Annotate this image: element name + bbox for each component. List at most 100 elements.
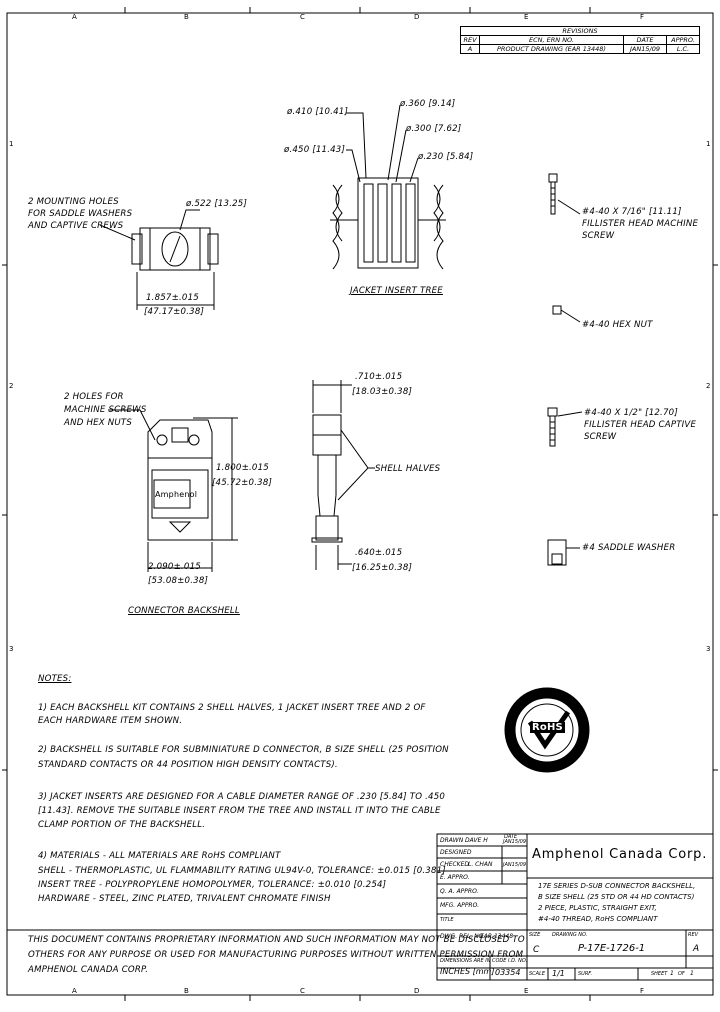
code-label: CODE I.D. NO. — [492, 958, 528, 964]
note-line: 1) EACH BACKSHELL KIT CONTAINS 2 SHELL H… — [38, 703, 426, 713]
note-line: 4) MATERIALS - ALL MATERIALS ARE RoHS CO… — [38, 851, 281, 861]
size-value: C — [533, 945, 540, 955]
designed-label: DESIGNED — [440, 849, 472, 856]
scale-label: SCALE — [529, 971, 546, 977]
jacket-insert-tree-view — [330, 104, 446, 270]
note-line: HARDWARE - STEEL, ZINC PLATED, TRIVALENT… — [38, 894, 331, 904]
dim-410: ø.410 [10.41] — [287, 107, 349, 117]
qa-approval-label: Q. A. APPRO. — [440, 888, 479, 895]
title-line: 17E SERIES D-SUB CONNECTOR BACKSHELL, — [538, 882, 696, 890]
rev-cell: A — [460, 44, 480, 54]
shell-halves-view — [311, 380, 375, 570]
dim-1857-mm: [47.17±0.38] — [144, 307, 205, 317]
zone-label: A — [72, 13, 77, 21]
zone-label: E — [524, 987, 529, 995]
notes-title: NOTES: — [38, 674, 72, 684]
title-line: 2 PIECE, PLASTIC, STRAIGHT EXIT, — [538, 904, 657, 912]
zone-label: B — [184, 987, 189, 995]
holes-label-2: MACHINE SCREWS — [64, 405, 147, 415]
drawn-by: DAVE H — [465, 837, 488, 844]
dim-2090: 2.090±.015 — [148, 562, 201, 572]
zone-label: F — [640, 13, 645, 21]
note-line: SHELL - THERMOPLASTIC, UL FLAMMABILITY R… — [38, 866, 446, 876]
revisions-title: REVISIONS — [460, 26, 700, 36]
title-label: TITLE — [440, 917, 454, 923]
holes-label-1: 2 HOLES FOR — [64, 392, 124, 402]
hw2-label: #4-40 HEX NUT — [582, 320, 653, 330]
dia-522-label: ø.522 [13.25] — [186, 199, 248, 209]
proprietary-line: THIS DOCUMENT CONTAINS PROPRIETARY INFOR… — [28, 935, 525, 945]
dim-230: ø.230 [5.84] — [418, 152, 474, 162]
dwg-rel-value: EAR 13448 — [480, 933, 514, 940]
hw1-line2: FILLISTER HEAD MACHINE — [582, 219, 699, 229]
code-value: 03354 — [495, 968, 521, 977]
dim-300: ø.300 [7.62] — [406, 124, 462, 134]
dim-640-mm: [16.25±0.38] — [352, 563, 413, 573]
zone-label: F — [640, 987, 645, 995]
part-brand-label: Amphenol — [155, 490, 198, 499]
tree-title: JACKET INSERT TREE — [350, 286, 443, 296]
rev-label: REV — [688, 932, 699, 938]
zone-label: 1 — [9, 140, 14, 148]
ecn-header: ECN, ERN NO. — [479, 35, 624, 45]
dim-1857: 1.857±.015 — [146, 293, 199, 303]
dim-710: .710±.015 — [355, 372, 403, 382]
sheet-total: 1 — [690, 970, 694, 977]
zone-label: 3 — [9, 645, 14, 653]
hw3-line1: #4-40 X 1/2" [12.70] — [584, 408, 678, 418]
rev-value: A — [693, 944, 700, 954]
appro-cell: L.C. — [666, 44, 700, 54]
backshell-title: CONNECTOR BACKSHELL — [128, 606, 240, 616]
title-block-lines — [7, 833, 714, 981]
zone-label: 2 — [9, 382, 14, 390]
shell-halves-label: SHELL HALVES — [375, 464, 441, 474]
dwgno-label: DRAWING NO. — [552, 932, 588, 938]
size-label: SIZE — [529, 932, 541, 938]
drawn-label: DRAWN — [440, 837, 464, 844]
hw1-line3: SCREW — [582, 231, 615, 241]
scale-value: 1/1 — [552, 969, 565, 978]
date-label: DATE — [504, 834, 518, 840]
dwg-rel-label: DWG. REL. NO. — [440, 933, 486, 940]
note-line: EACH HARDWARE ITEM SHOWN. — [38, 716, 183, 726]
note-line: 3) JACKET INSERTS ARE DESIGNED FOR A CAB… — [38, 792, 446, 802]
surf-label: SURF. — [578, 971, 593, 977]
note-line: INSERT TREE - POLYPROPYLENE HOMOPOLYMER,… — [38, 880, 387, 890]
revisions-table: REVISIONS REV ECN, ERN NO. DATE APPRO. A… — [460, 26, 700, 54]
hw4-label: #4 SADDLE WASHER — [582, 543, 676, 553]
holes-label-3: AND HEX NUTS — [64, 418, 132, 428]
zone-label: B — [184, 13, 189, 21]
rohs-stamp-text: RoHS — [530, 722, 565, 733]
zone-label: 1 — [706, 140, 711, 148]
company-name: Amphenol Canada Corp. — [532, 847, 708, 862]
mfg-approval-label: MFG. APPRO. — [440, 902, 479, 909]
dim-1800-mm: [45.72±0.38] — [212, 478, 273, 488]
title-line: B SIZE SHELL (25 STD OR 44 HD CONTACTS) — [538, 893, 695, 901]
mounting-label-3: AND CAPTIVE CREWS — [28, 221, 124, 231]
rev-header: REV — [460, 35, 480, 45]
proprietary-line: AMPHENOL CANADA CORP. — [28, 965, 149, 975]
mounting-label-1: 2 MOUNTING HOLES — [28, 197, 119, 207]
dim-2090-mm: [53.08±0.38] — [148, 576, 209, 586]
dim-710-mm: [18.03±0.38] — [352, 387, 413, 397]
mounting-part-view — [99, 209, 219, 310]
proprietary-line: OTHERS FOR ANY PURPOSE OR USED FOR MANUF… — [28, 950, 524, 960]
dim-640: .640±.015 — [355, 548, 403, 558]
zone-label: 3 — [706, 645, 711, 653]
hardware-views — [547, 173, 583, 566]
eng-approval-label: E. APPRO. — [440, 874, 470, 881]
table-row: A PRODUCT DRAWING (EAR 13448) JAN15/09 L… — [460, 44, 700, 54]
note-line: STANDARD CONTACTS OR 44 POSITION HIGH DE… — [38, 760, 338, 770]
date-header: DATE — [623, 35, 667, 45]
appro-header: APPRO. — [666, 35, 700, 45]
drawing-number: P-17E-1726-1 — [578, 943, 646, 954]
mounting-label-2: FOR SADDLE WASHERS — [28, 209, 133, 219]
ecn-cell: PRODUCT DRAWING (EAR 13448) — [479, 44, 624, 54]
sheet-value: 1 — [670, 970, 674, 977]
zone-label: C — [300, 987, 305, 995]
date-cell: JAN15/09 — [623, 44, 667, 54]
dims-label: DIMENSIONS ARE IN — [440, 958, 491, 964]
hw3-line2: FILLISTER HEAD CAPTIVE — [584, 420, 697, 430]
zone-label: E — [524, 13, 529, 21]
zone-label: D — [414, 13, 420, 21]
